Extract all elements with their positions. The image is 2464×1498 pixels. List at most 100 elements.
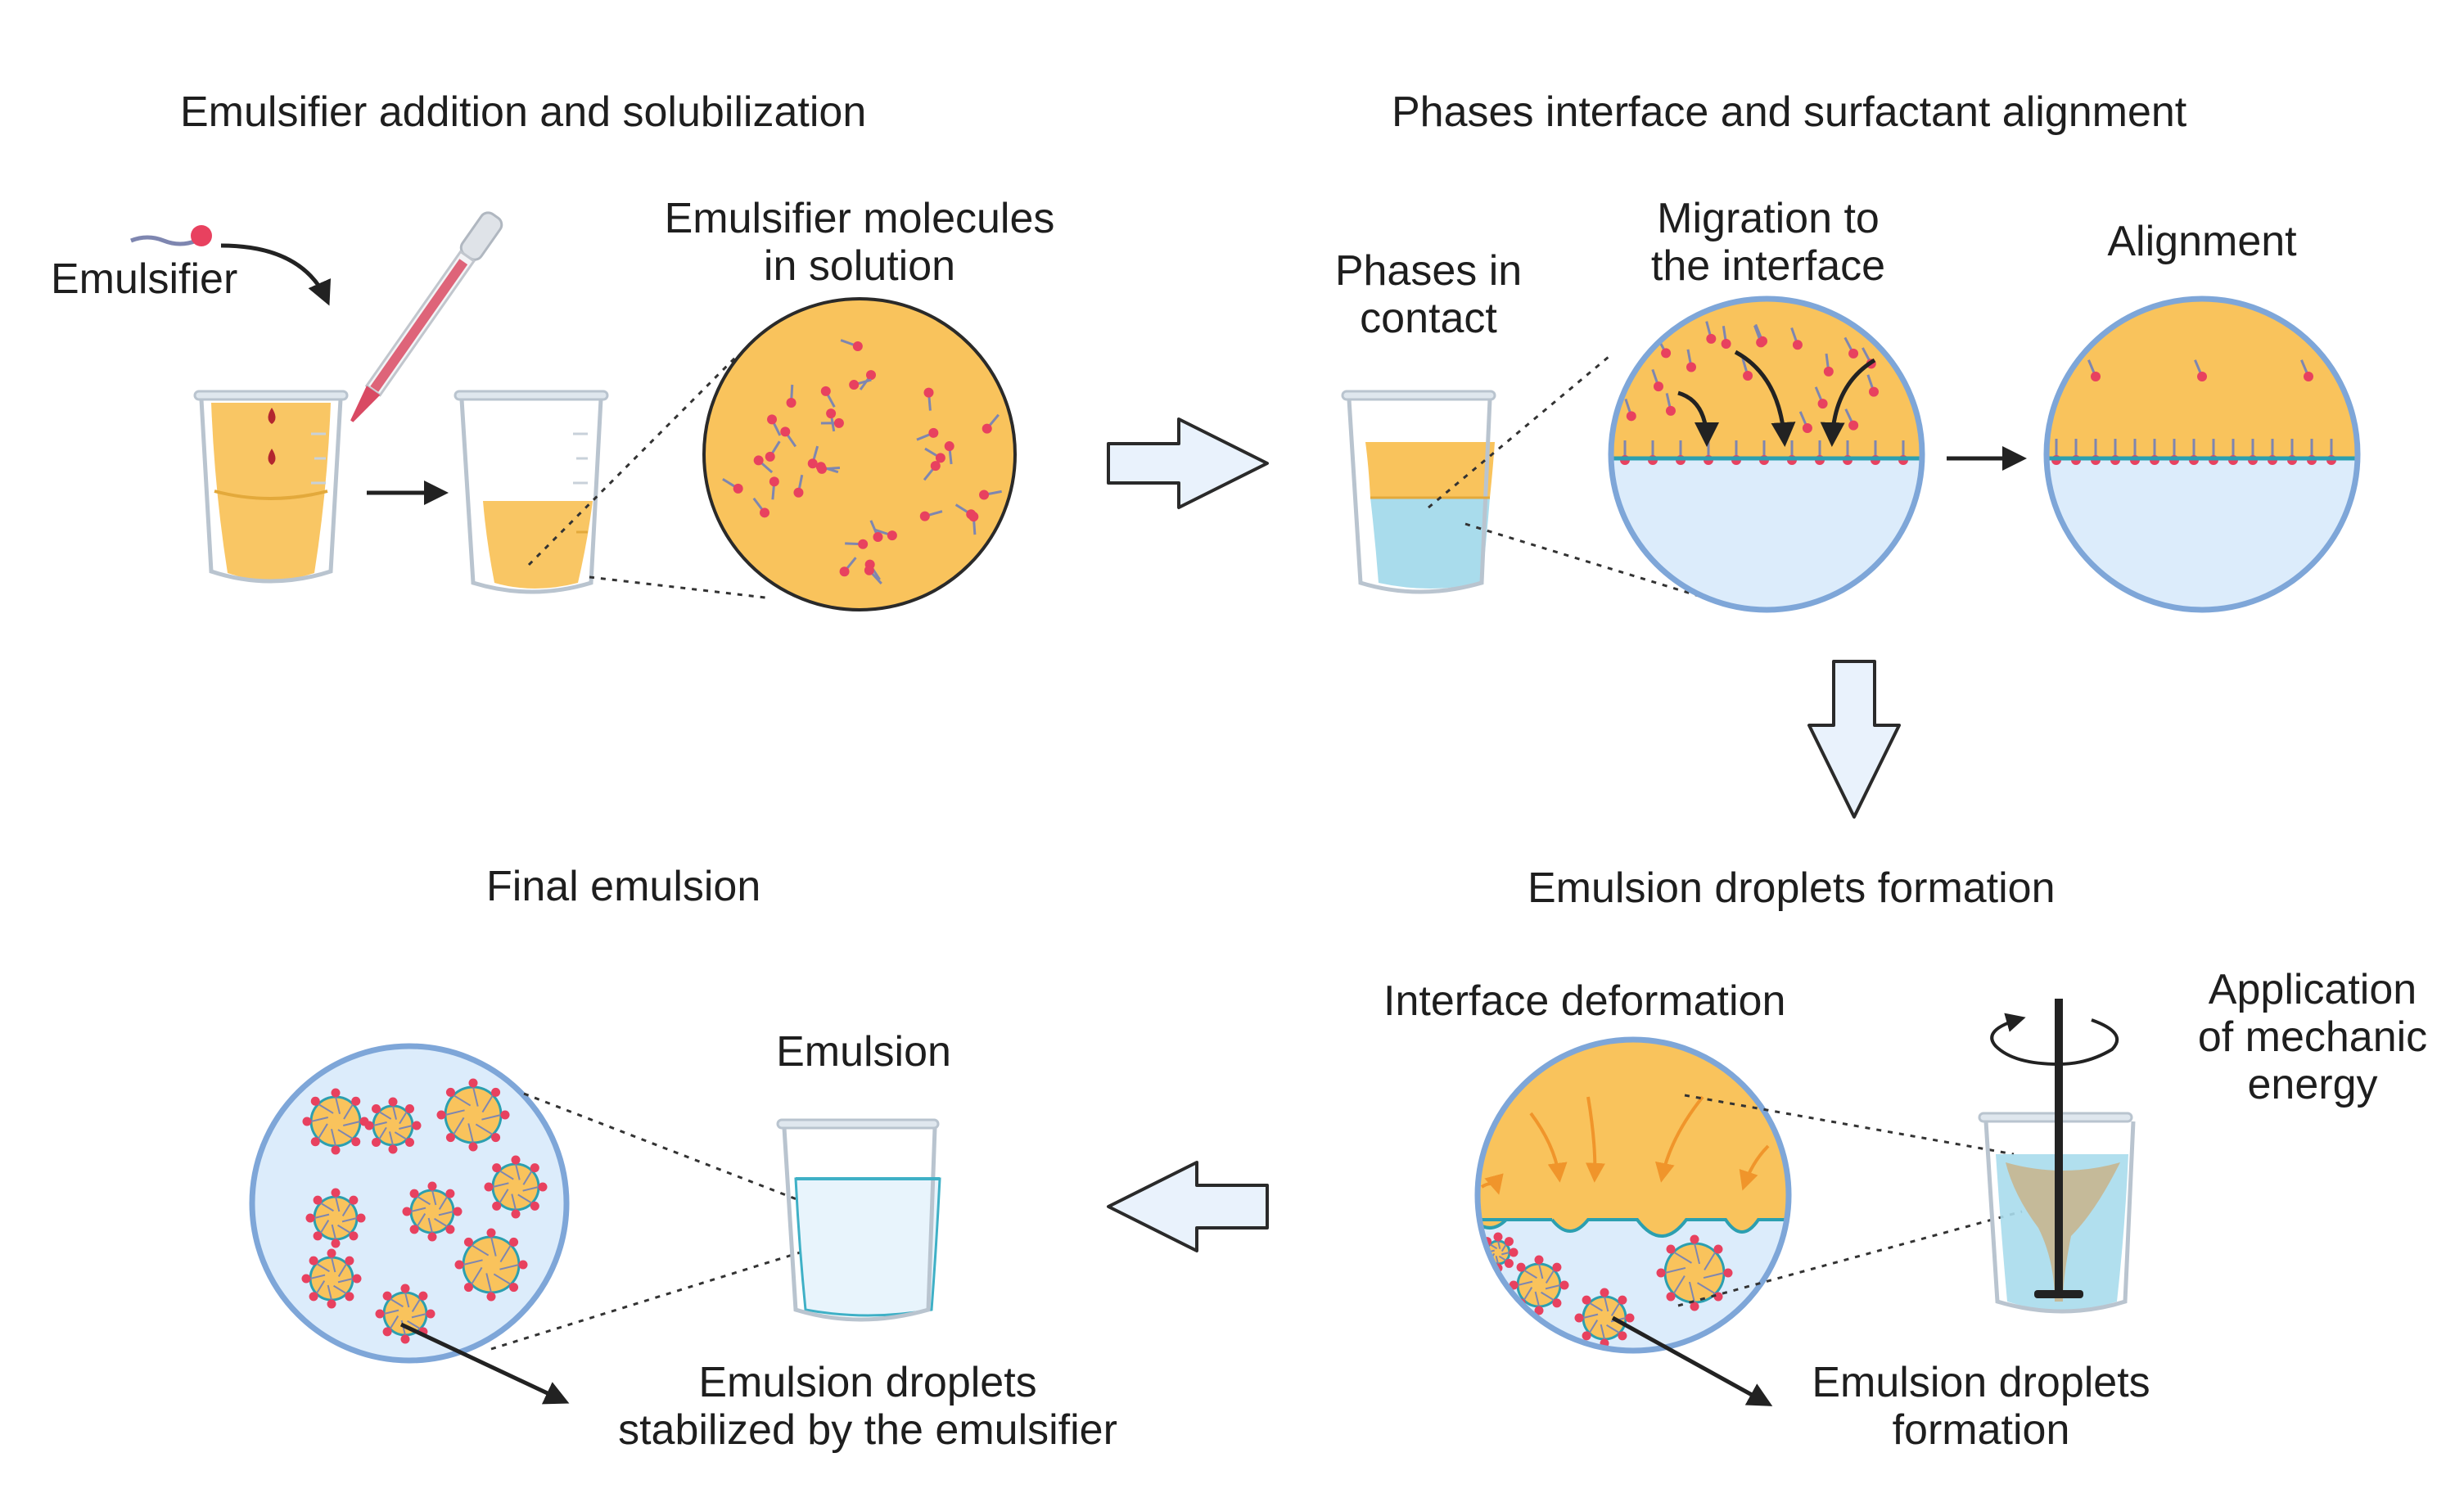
emulsion-droplet — [436, 1078, 510, 1152]
label-interface-deformation: Interface deformation — [1383, 977, 1786, 1025]
circle-migration — [1608, 296, 1925, 613]
beaker-emulsion — [776, 1118, 941, 1322]
emulsion-droplet — [1509, 1255, 1569, 1315]
surfactant-molecule — [820, 417, 844, 428]
emulsion-droplet — [364, 1097, 422, 1154]
surfactant-molecule — [1866, 374, 1880, 397]
orange-arrow-icon — [1585, 1096, 1605, 1183]
stage-interface — [1341, 296, 2361, 613]
surfactant-molecule — [722, 478, 743, 494]
emulsion-droplet — [1574, 1288, 1635, 1348]
orange-arrow-icon — [1739, 1144, 1770, 1191]
surfactant-molecule — [753, 455, 774, 474]
surfactant-molecule — [786, 384, 797, 408]
beaker-solution — [454, 390, 609, 594]
arrow-to-stabilized-droplets — [399, 1322, 570, 1405]
surfactant-molecule — [840, 339, 863, 351]
emulsifier-tail-icon — [130, 235, 197, 246]
label-emulsion: Emulsion — [776, 1028, 951, 1076]
surfactant-molecule — [979, 490, 1002, 500]
emulsion-droplet — [484, 1155, 548, 1219]
emulsion-droplet — [402, 1181, 463, 1242]
emulsion-droplet — [302, 1088, 369, 1155]
surfactant-molecule — [767, 414, 782, 436]
big-arrow-right — [1107, 417, 1269, 509]
label-alignment: Alignment — [2107, 218, 2297, 265]
surfactant-molecule — [1721, 326, 1731, 350]
surfactant-molecule — [780, 426, 797, 448]
orange-arrow-icon — [1529, 1112, 1568, 1183]
big-arrow-left — [1107, 1161, 1269, 1252]
surfactant-molecule — [1823, 353, 1834, 377]
migration-arrow — [1820, 358, 1876, 447]
surfactant-molecule — [1651, 368, 1663, 392]
surfactant-molecule — [2087, 359, 2101, 381]
emulsion-droplet — [301, 1248, 362, 1309]
surfactant-molecule — [1814, 386, 1828, 409]
stage-droplets — [1474, 999, 2136, 1406]
surfactant-molecule — [924, 447, 945, 463]
surfactant-molecule — [845, 539, 869, 549]
emulsion-droplet — [305, 1188, 366, 1248]
surfactant-molecule — [1843, 336, 1859, 359]
surfactant-molecule — [916, 427, 939, 441]
migration-arrow — [1734, 350, 1796, 447]
surfactant-molecule — [849, 378, 872, 390]
surfactant-molecule — [1741, 358, 1753, 381]
title-interface: Phases interface and surfactant alignmen… — [1392, 88, 2187, 136]
orange-arrow-icon — [1655, 1095, 1704, 1183]
surfactant-molecule — [807, 445, 819, 469]
surfactant-molecule — [2300, 359, 2313, 381]
emulsion-droplet — [375, 1284, 435, 1344]
emulsifier-head-icon — [191, 225, 212, 246]
surfactant-molecule — [826, 408, 837, 432]
surfactant-molecule — [2194, 359, 2207, 381]
surfactant-molecule — [816, 463, 841, 474]
big-arrow-down — [1807, 660, 1901, 819]
surfactant-molecule — [793, 474, 804, 498]
surfactant-molecule — [869, 520, 883, 543]
title-addition: Emulsifier addition and solubilization — [180, 88, 867, 136]
surfactant-molecule — [769, 476, 779, 500]
beaker-stirrer — [1978, 999, 2136, 1314]
surfactant-molecule — [820, 386, 836, 408]
circle-molecules-in-solution — [702, 297, 1017, 611]
arrow-emulsifier-to-pipette — [220, 243, 332, 306]
surfactant-molecule — [1686, 349, 1697, 372]
emulsion-droplet — [1656, 1234, 1733, 1311]
migration-arrow — [1677, 390, 1719, 447]
orange-arrow-icon — [1480, 1173, 1504, 1195]
circle-alignment — [2043, 296, 2361, 613]
drop-icon — [268, 408, 276, 424]
rotation-arrow-icon — [1990, 1013, 2119, 1067]
circle-interface-deformation — [1474, 1036, 1792, 1354]
surfactant-molecule — [874, 528, 897, 541]
surfactant-molecule — [968, 512, 979, 535]
surfactant-molecule — [1844, 408, 1859, 431]
surfactant-molecule — [1705, 321, 1717, 344]
beaker-emulsifier-addition — [193, 390, 349, 584]
surfactant-molecule — [752, 497, 770, 518]
surfactant-molecule — [765, 440, 781, 462]
surfactant-molecule — [839, 557, 857, 577]
surfactant-molecule — [1753, 325, 1767, 348]
arrow-to-droplets-formation — [1611, 1315, 1773, 1406]
surfactant-molecule — [1665, 393, 1676, 416]
surfactant-molecule — [1798, 411, 1812, 434]
stage-final — [249, 1043, 941, 1405]
surfactant-molecule — [1790, 327, 1803, 350]
surfactant-molecule — [919, 510, 943, 521]
surfactant-molecule — [944, 441, 954, 465]
surfactant-molecule — [923, 461, 941, 481]
surfactant-molecule — [923, 387, 934, 411]
beaker-phases-in-contact — [1341, 390, 1496, 594]
circle-final-emulsion — [249, 1043, 570, 1364]
stage-addition — [130, 211, 1017, 611]
emulsion-droplet — [454, 1228, 528, 1302]
